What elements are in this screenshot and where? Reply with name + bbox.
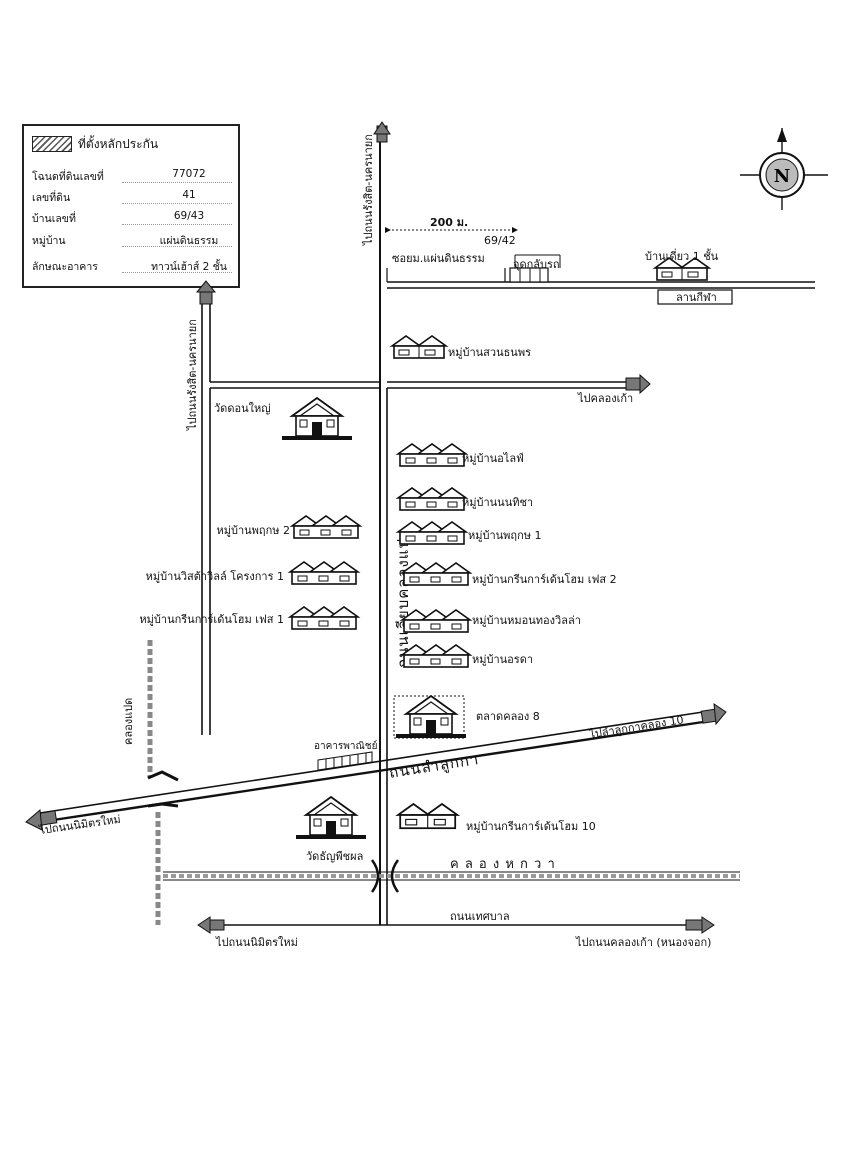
house-no-label: 69/42 xyxy=(484,234,516,247)
house-icon xyxy=(397,443,467,467)
market-label: ตลาดคลอง 8 xyxy=(476,710,540,723)
road-label-north-main: ไปถนนรังสิต-นครนายก xyxy=(362,134,375,246)
legend-row-building: ลักษณะอาคาร ทาวน์เฮ้าส์ 2 ชั้น xyxy=(32,256,232,276)
house-icon xyxy=(291,515,361,539)
village-orada: หมู่บ้านอรดา xyxy=(472,653,533,666)
collateral-hatch-icon xyxy=(32,136,72,152)
legend-box: ที่ตั้งหลักประกัน โฉนดที่ดินเลขที่ 77072… xyxy=(22,124,240,288)
village-vista: หมู่บ้านวิสต้าวิลล์ โครงการ 1 xyxy=(146,569,284,583)
house-icon xyxy=(289,606,359,630)
klong-paet-canal xyxy=(147,640,179,925)
turnaround-label: จุดกลับรถ xyxy=(513,258,560,271)
village-mon-thong: หมู่บ้านหมอนทองวิลล่า xyxy=(472,614,581,627)
klong-kao-road xyxy=(210,373,651,395)
legend-value: 69/43 xyxy=(173,210,205,222)
village-suan-thanaphon: หมู่บ้านสวนธนพร xyxy=(448,346,531,359)
house-icon xyxy=(401,562,471,586)
compass-north-label: N xyxy=(774,166,790,187)
west-road xyxy=(195,280,217,735)
house-icon xyxy=(397,487,467,511)
village-green-home2: หมู่บ้านกรีนการ์เด้นโฮม เฟส 2 xyxy=(472,572,617,586)
compass-icon: N xyxy=(740,128,828,210)
canal-label-klong-hok-wa: ค ล อ ง ห ก ว า xyxy=(450,857,556,872)
road-label-to-klong-kao: ไปคลองเก้า xyxy=(577,392,633,405)
municipal-road xyxy=(197,916,715,934)
legend-title: ที่ตั้งหลักประกัน xyxy=(78,137,159,151)
road-label-klong8: ถนนเลียบคลองแปด xyxy=(394,527,412,668)
legend-row-village: หมู่บ้าน แผ่นดินธรรม xyxy=(32,230,232,250)
road-label-to-lamlukka: ไปลำลูกกาคลอง 10 xyxy=(587,713,684,741)
road-label-municipal: ถนนเทศบาล xyxy=(450,910,510,923)
village-pruksa2: หมู่บ้านพฤกษ 2 xyxy=(217,524,291,537)
single-house-label: บ้านเดี่ยว 1 ชั้น xyxy=(645,248,719,263)
village-a-life: หมู่บ้านอไลฟ์ xyxy=(462,452,524,465)
house-icon xyxy=(397,803,459,830)
road-label-lamlukka: ถนนลำลูกกา xyxy=(388,750,481,782)
legend-key: ลักษณะอาคาร xyxy=(32,261,98,273)
legend-row-land-no: เลขที่ดิน 41 xyxy=(32,187,232,207)
legend-row-deed: โฉนดที่ดินเลขที่ 77072 xyxy=(32,166,232,186)
temple-icon xyxy=(281,397,353,441)
soi-label: ซอยม.แผ่นดินธรรม xyxy=(392,252,485,265)
village-green-home1: หมู่บ้านกรีนการ์เด้นโฮม เฟส 1 xyxy=(139,612,284,626)
commercial-label: อาคารพาณิชย์ xyxy=(314,740,377,752)
legend-key: บ้านเลขที่ xyxy=(32,213,76,225)
klong8-road xyxy=(373,121,391,925)
sports-field-box xyxy=(657,289,733,305)
house-icon xyxy=(397,521,467,545)
house-icon xyxy=(401,609,471,633)
legend-key: โฉนดที่ดินเลขที่ xyxy=(32,171,104,183)
road-label-to-klong-kao-lower: ไปถนนคลองเก้า (หนองจอก) xyxy=(575,936,711,949)
market-icon xyxy=(395,695,467,739)
commercial-building xyxy=(317,751,373,771)
legend-key: หมู่บ้าน xyxy=(32,235,66,247)
legend-value: 77072 xyxy=(172,168,206,180)
distance-label: 200 ม. xyxy=(430,216,468,229)
legend-value: 41 xyxy=(182,189,196,201)
village-green-home10: หมู่บ้านกรีนการ์เด้นโฮม 10 xyxy=(466,819,596,833)
village-nanthicha: หมู่บ้านนนทิชา xyxy=(462,496,533,509)
house-icon xyxy=(289,561,359,585)
house-icon xyxy=(401,644,471,668)
temple-icon xyxy=(295,796,367,840)
legend-value: แผ่นดินธรรม xyxy=(159,235,219,247)
canal-label-klong-paet: คลองแปด xyxy=(122,698,135,745)
legend-key: เลขที่ดิน xyxy=(32,192,71,204)
legend-value: ทาวน์เฮ้าส์ 2 ชั้น xyxy=(151,261,227,273)
klong-hok-wa-canal xyxy=(163,859,740,893)
soi-road xyxy=(386,254,815,289)
house-icon xyxy=(391,335,447,359)
village-pruksa1: หมู่บ้านพฤกษ 1 xyxy=(468,529,542,542)
sports-field-label: ลานกีฬา xyxy=(676,291,717,304)
road-label-north-left: ไปถนนรังสิต-นครนายก xyxy=(186,319,199,431)
legend-row-house-no: บ้านเลขที่ 69/43 xyxy=(32,208,232,228)
wat-don-yai-label: วัดดอนใหญ่ xyxy=(214,402,271,415)
wat-thanya-label: วัดธัญพืชผล xyxy=(306,850,363,863)
road-label-to-nimit-lower: ไปถนนนิมิตรใหม่ xyxy=(215,936,298,949)
